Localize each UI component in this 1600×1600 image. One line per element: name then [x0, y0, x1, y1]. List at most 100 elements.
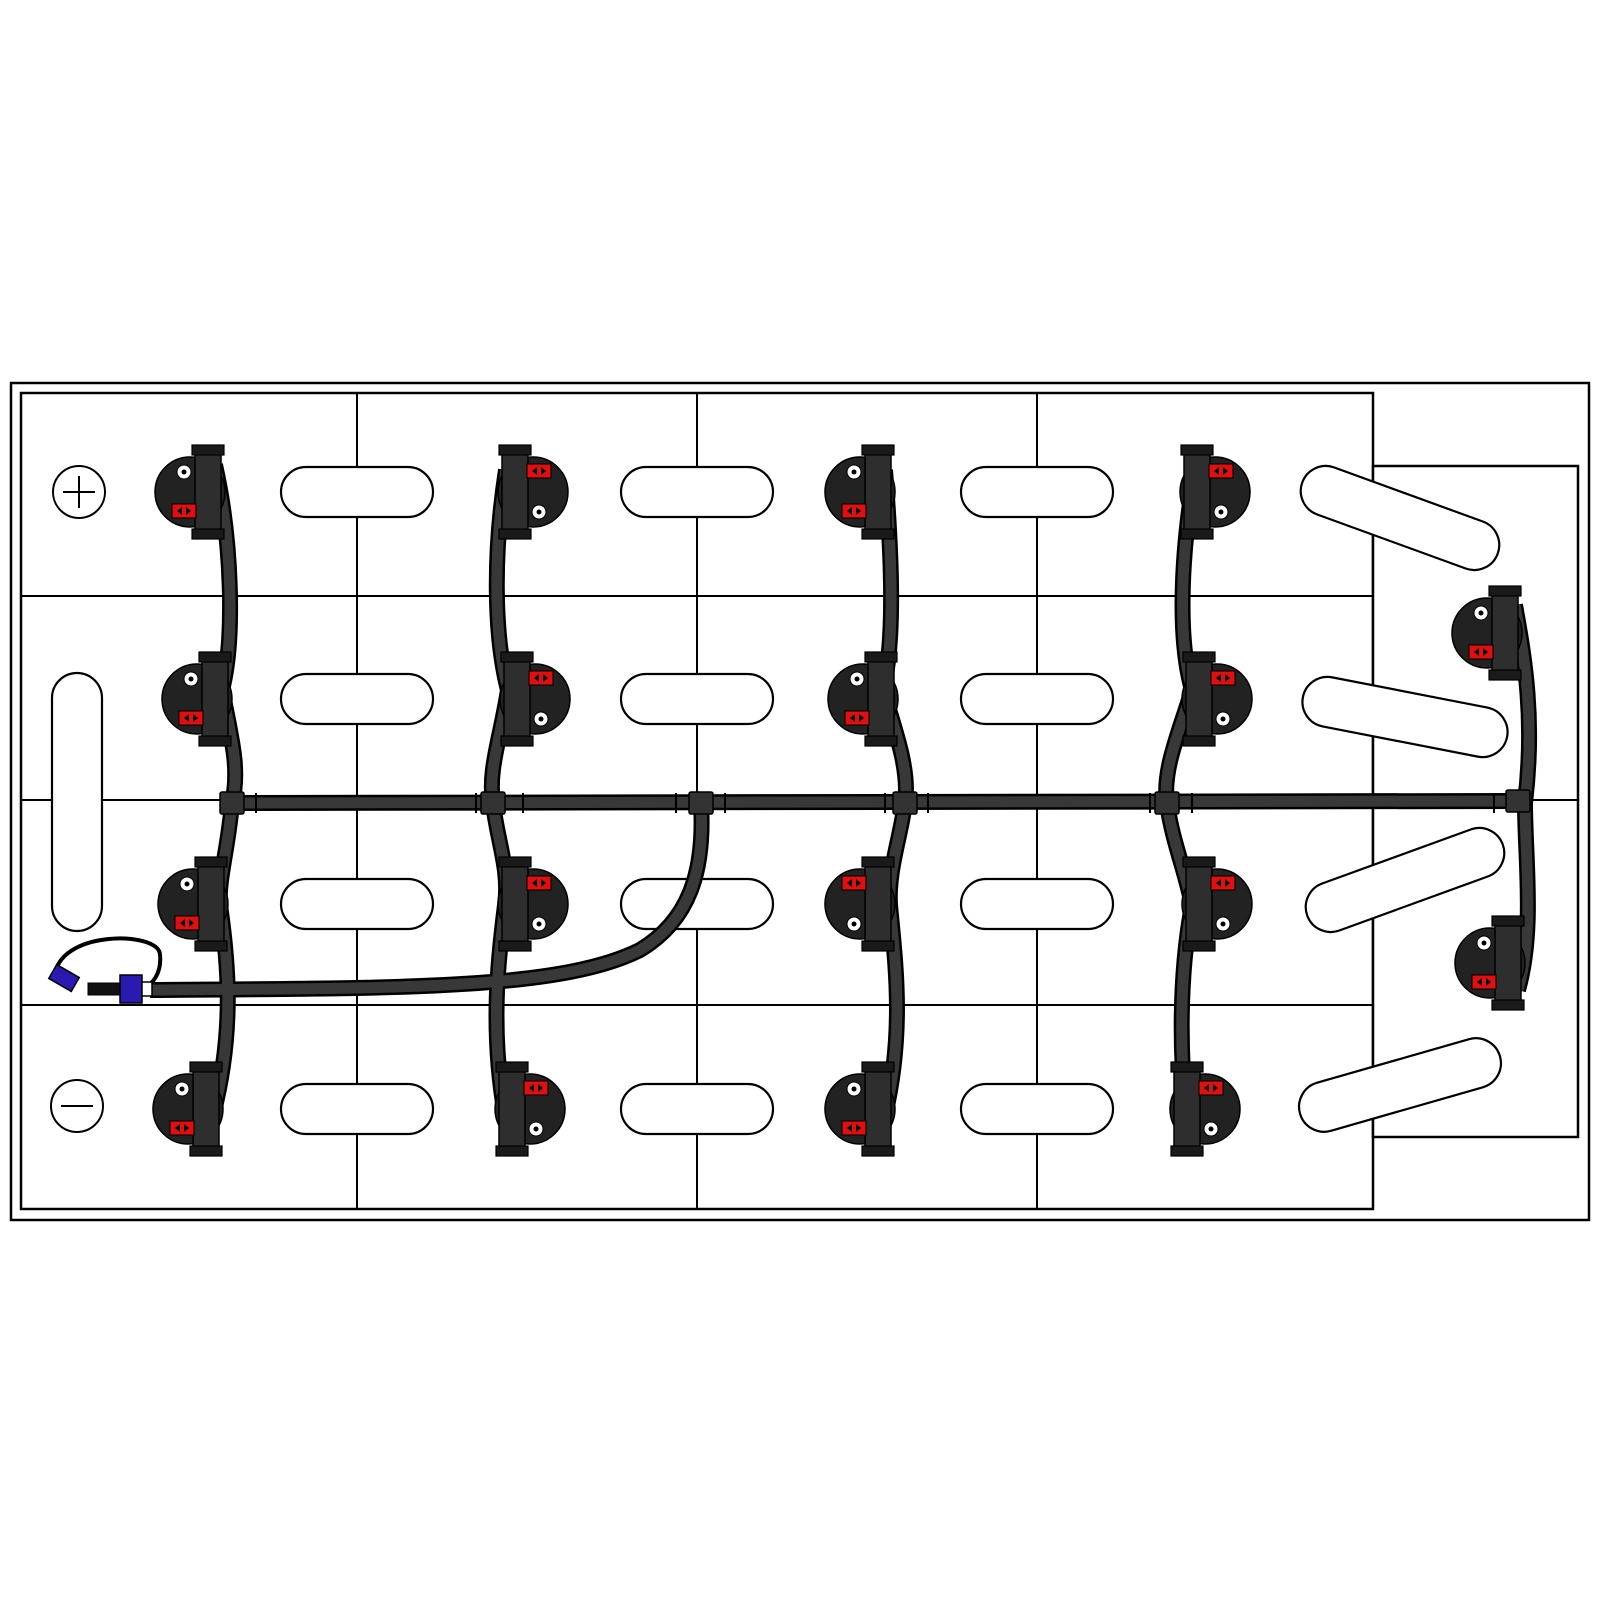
hose-tee [480, 791, 506, 815]
indicator-arrows [847, 507, 861, 515]
vent-slot [50, 671, 104, 933]
valve-clamp [503, 658, 531, 740]
vent-slot [279, 877, 435, 931]
level-indicator [526, 463, 552, 479]
valve-clip [1491, 999, 1525, 1011]
valve-clip [495, 1145, 529, 1157]
valve-plug [152, 1061, 224, 1157]
valve-clip [861, 940, 895, 952]
valve-clip [1488, 585, 1522, 597]
valve-plug [497, 856, 569, 952]
valve-clamp [1173, 1068, 1201, 1150]
valve-plug [1169, 1061, 1241, 1157]
valve-clamp [867, 658, 895, 740]
float-dot-center [851, 921, 857, 927]
indicator-arrows [850, 714, 864, 722]
valve-clamp [1494, 922, 1522, 1004]
watering-hoses [149, 463, 1538, 1118]
valve-clamp [501, 451, 529, 533]
indicator-arrows [1477, 978, 1491, 986]
vent-slots [50, 464, 1509, 1136]
vent-slot [1304, 826, 1506, 934]
hose-segment [229, 795, 1519, 809]
valve-clamp [864, 451, 892, 533]
float-dot-center [851, 469, 857, 475]
vent-slot [1299, 464, 1501, 572]
valve-clamp [197, 863, 225, 945]
indicator-arrows [1204, 1084, 1218, 1092]
valve-plug [827, 651, 899, 747]
valve-clip [1180, 444, 1214, 456]
hose-tee [1505, 789, 1531, 813]
float-dot-center [1220, 716, 1226, 722]
valve-clip [500, 651, 534, 663]
level-indicator [171, 503, 197, 519]
valve-clip [495, 1061, 529, 1073]
valve-clip [1182, 856, 1216, 868]
valve-clip [498, 444, 532, 456]
level-indicator [523, 1080, 549, 1096]
indicator-arrows [1216, 879, 1230, 887]
hose-tee [1154, 791, 1180, 815]
float-dot-center [1481, 940, 1487, 946]
vent-slot [619, 465, 775, 519]
indicator-arrows [847, 879, 861, 887]
valve-clamp [201, 658, 229, 740]
valve-clamp [864, 863, 892, 945]
valve-plug [1454, 915, 1526, 1011]
valve-clip [191, 528, 225, 540]
valve-clip [194, 940, 228, 952]
float-dot-center [536, 921, 542, 927]
valve-clip [861, 1061, 895, 1073]
level-indicator [1468, 644, 1494, 660]
valve-clip [864, 651, 898, 663]
valve-plug [1181, 651, 1253, 747]
valve-clip [1182, 940, 1216, 952]
vent-slot [959, 877, 1115, 931]
valve-plug [1181, 856, 1253, 952]
level-indicator [169, 1120, 195, 1136]
float-dot-center [179, 1086, 185, 1092]
valve-plug [157, 856, 229, 952]
valve-clip [1170, 1145, 1204, 1157]
valve-plugs [152, 444, 1526, 1157]
level-indicator [844, 710, 870, 726]
indicator-arrows [532, 879, 546, 887]
plus-terminal-icon [52, 465, 106, 519]
valve-plug [1451, 585, 1523, 681]
vent-slot [619, 672, 775, 726]
valve-clip [189, 1061, 223, 1073]
float-dot-center [533, 1126, 539, 1132]
float-dot-center [538, 716, 544, 722]
valve-plug [824, 856, 896, 952]
level-indicator [528, 670, 554, 686]
valve-clip [498, 940, 532, 952]
level-indicator [1471, 974, 1497, 990]
vent-slot [279, 465, 435, 519]
valve-clip [498, 528, 532, 540]
valve-clip [189, 1145, 223, 1157]
valve-clamp [1491, 592, 1519, 674]
valve-clamp [192, 1068, 220, 1150]
valve-plug [499, 651, 571, 747]
hose-tee [892, 791, 918, 815]
indicator-arrows [1474, 648, 1488, 656]
float-dot-center [184, 881, 190, 887]
level-indicator [841, 875, 867, 891]
valve-clip [1170, 1061, 1204, 1073]
valve-clip [191, 444, 225, 456]
valve-clip [864, 735, 898, 747]
float-dot-center [1218, 509, 1224, 515]
valve-clip [194, 856, 228, 868]
valve-clip [861, 444, 895, 456]
valve-clip [1491, 915, 1525, 927]
indicator-arrows [529, 1084, 543, 1092]
quick-coupler-icon [47, 936, 163, 1004]
indicator-arrows [532, 467, 546, 475]
valve-plug [824, 444, 896, 540]
vent-slot [1297, 1037, 1503, 1133]
valve-clip [498, 856, 532, 868]
vent-slot [959, 1082, 1115, 1136]
